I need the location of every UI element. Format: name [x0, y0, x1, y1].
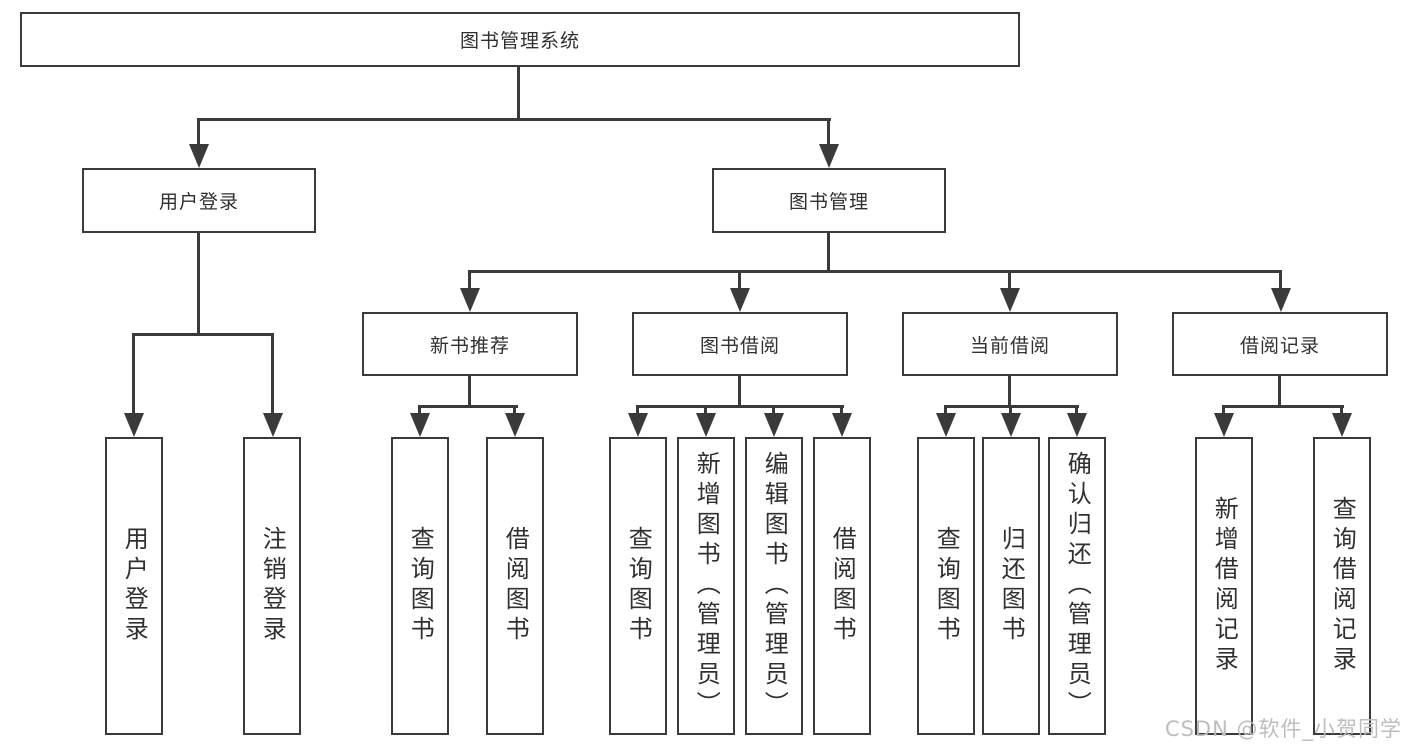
arrow-down-icon: [263, 413, 283, 437]
arrow-down-icon: [936, 413, 956, 437]
connector-stem: [1008, 376, 1011, 408]
leaf-borrow-books: 借阅图书: [813, 437, 871, 735]
connector-rail: [636, 405, 844, 408]
leaf-user-login: 用户登录: [105, 437, 163, 735]
leaf-add-books-admin-label: 新增图书（管理员）: [692, 451, 721, 721]
arrow-down-icon: [819, 144, 839, 168]
leaf-query-books-recommend-label: 查询图书: [406, 526, 435, 646]
connector-rail: [1222, 405, 1344, 408]
node-root-label: 图书管理系统: [459, 30, 580, 52]
arrow-down-icon: [764, 413, 784, 437]
arrow-down-icon: [1067, 413, 1087, 437]
arrow-down-icon: [696, 413, 716, 437]
connector-drop: [468, 270, 471, 290]
arrow-down-icon: [1271, 288, 1291, 312]
connector-userlogin-drop: [197, 118, 200, 146]
arrow-down-icon: [124, 413, 144, 437]
leaf-query-borrow-record-label: 查询借阅记录: [1328, 496, 1357, 676]
node-book-management-label: 图书管理: [788, 191, 869, 213]
connector-drop: [418, 405, 421, 415]
leaf-query-books-borrowing-label: 查询图书: [624, 526, 653, 646]
arrow-down-icon: [1001, 413, 1021, 437]
node-book-borrowing: 图书借阅: [632, 312, 848, 376]
leaf-query-books-recommend: 查询图书: [391, 437, 449, 735]
connector-drop: [738, 270, 741, 290]
node-borrowing-records-label: 借阅记录: [1239, 334, 1320, 357]
node-new-book-recommend-label: 新书推荐: [429, 334, 510, 357]
connector-drop: [636, 405, 639, 415]
leaf-user-login-label: 用户登录: [120, 526, 149, 646]
connector-stem: [1278, 376, 1281, 408]
arrow-down-icon: [832, 413, 852, 437]
connector-drop: [132, 333, 135, 415]
connector-userlogin-stem: [197, 233, 200, 336]
arrow-down-icon: [730, 288, 750, 312]
connector-drop: [1075, 405, 1078, 415]
leaf-add-books-admin: 新增图书（管理员）: [677, 437, 735, 735]
leaf-logout: 注销登录: [243, 437, 301, 735]
leaf-query-books-current: 查询图书: [917, 437, 975, 735]
node-user-login-label: 用户登录: [158, 191, 239, 213]
connector-drop: [1279, 270, 1282, 290]
node-current-borrowing: 当前借阅: [902, 312, 1118, 376]
connector-userlogin-rail: [132, 333, 274, 336]
leaf-confirm-return-admin: 确认归还（管理员）: [1048, 437, 1106, 735]
arrow-down-icon: [1214, 413, 1234, 437]
node-root-library-system: 图书管理系统: [20, 12, 1020, 67]
connector-drop: [944, 405, 947, 415]
leaf-edit-books-admin: 编辑图书（管理员）: [745, 437, 803, 735]
connector-level3-rail: [468, 270, 1282, 273]
arrow-down-icon: [1000, 288, 1020, 312]
arrow-down-icon: [410, 413, 430, 437]
connector-bookmgmt-drop: [827, 118, 830, 146]
connector-drop: [1009, 405, 1012, 415]
arrow-down-icon: [505, 413, 525, 437]
connector-rail: [418, 405, 518, 408]
connector-drop: [271, 333, 274, 415]
node-borrowing-records: 借阅记录: [1172, 312, 1388, 376]
leaf-query-borrow-record: 查询借阅记录: [1313, 437, 1371, 735]
leaf-borrow-books-label: 借阅图书: [828, 526, 857, 646]
node-book-management: 图书管理: [712, 168, 946, 233]
connector-drop: [513, 405, 516, 415]
csdn-watermark: CSDN @软件_小贺同学: [1164, 717, 1402, 741]
leaf-borrow-books-recommend-label: 借阅图书: [501, 526, 530, 646]
leaf-return-books-label: 归还图书: [997, 526, 1026, 646]
leaf-borrow-books-recommend: 借阅图书: [486, 437, 544, 735]
connector-drop: [704, 405, 707, 415]
leaf-query-books-current-label: 查询图书: [932, 526, 961, 646]
arrow-down-icon: [189, 144, 209, 168]
node-current-borrowing-label: 当前借阅: [969, 334, 1050, 357]
connector-drop: [1008, 270, 1011, 290]
arrow-down-icon: [1332, 413, 1352, 437]
connector-level2-rail: [197, 118, 831, 121]
connector-drop: [1340, 405, 1343, 415]
leaf-edit-books-admin-label: 编辑图书（管理员）: [760, 451, 789, 721]
connector-stem: [738, 376, 741, 408]
leaf-return-books: 归还图书: [982, 437, 1040, 735]
connector-bookmgmt-stem: [827, 233, 830, 273]
connector-drop: [840, 405, 843, 415]
arrow-down-icon: [460, 288, 480, 312]
arrow-down-icon: [628, 413, 648, 437]
leaf-logout-label: 注销登录: [258, 526, 287, 646]
leaf-add-borrow-record: 新增借阅记录: [1195, 437, 1253, 735]
node-book-borrowing-label: 图书借阅: [699, 334, 780, 357]
leaf-query-books-borrowing: 查询图书: [609, 437, 667, 735]
connector-stem: [468, 376, 471, 408]
leaf-confirm-return-admin-label: 确认归还（管理员）: [1063, 451, 1092, 721]
connector-drop: [772, 405, 775, 415]
connector-drop: [1222, 405, 1225, 415]
connector-root-stem: [517, 67, 520, 120]
leaf-add-borrow-record-label: 新增借阅记录: [1210, 496, 1239, 676]
node-user-login: 用户登录: [82, 168, 316, 233]
node-new-book-recommend: 新书推荐: [362, 312, 578, 376]
